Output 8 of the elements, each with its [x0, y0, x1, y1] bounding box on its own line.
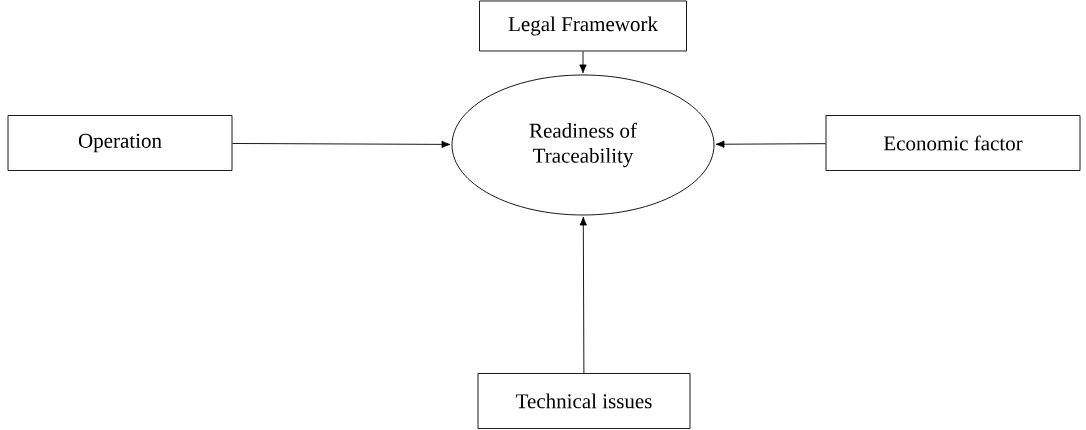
factor-box: Economic factor: [825, 115, 1081, 171]
factor-box: Operation: [7, 115, 233, 171]
factor-box: Legal Framework: [479, 0, 687, 52]
arrow: [232, 140, 451, 148]
arrow: [579, 51, 587, 74]
arrow: [579, 216, 587, 374]
arrow: [715, 140, 826, 148]
factor-box: Technical issues: [477, 373, 691, 429]
